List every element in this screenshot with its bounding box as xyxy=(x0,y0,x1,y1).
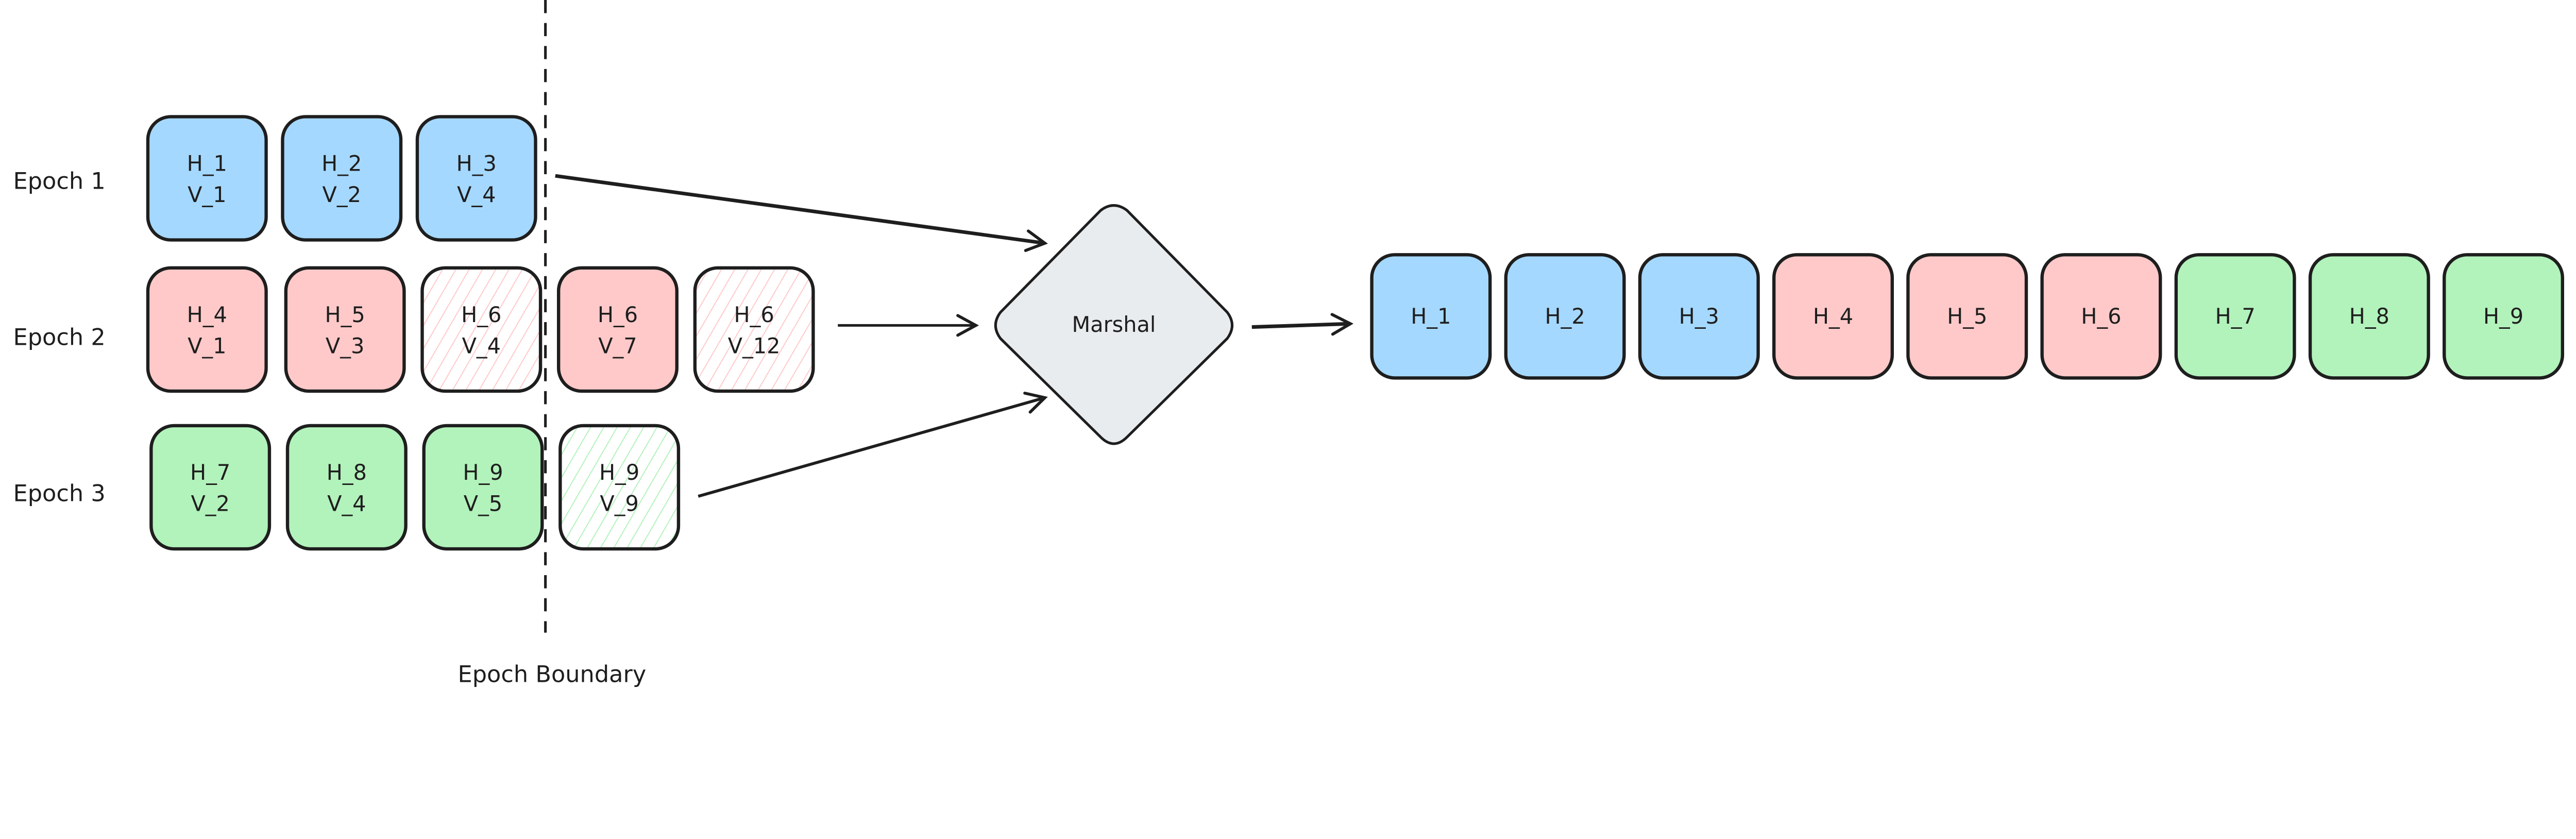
output-box-label: H_2 xyxy=(1545,304,1585,329)
box-h-label: H_1 xyxy=(187,152,227,176)
box-v-label: V_4 xyxy=(327,492,366,516)
output-box: H_9 xyxy=(2443,253,2564,380)
box-shape xyxy=(2308,253,2430,380)
box-h-label: H_9 xyxy=(463,460,503,485)
output-box-label: H_7 xyxy=(2215,304,2255,329)
box-h-label: H_9 xyxy=(599,460,639,485)
output-box-label: H_4 xyxy=(1813,304,1853,329)
output-box-label: H_1 xyxy=(1411,304,1451,329)
output-box-label: H_6 xyxy=(2081,304,2121,329)
box-h-label: H_4 xyxy=(187,303,227,327)
record-box: H_6V_7 xyxy=(556,266,679,393)
box-v-label: V_5 xyxy=(464,492,502,516)
box-h-label: H_6 xyxy=(598,303,638,327)
box-h-label: H_8 xyxy=(327,460,367,485)
box-shape xyxy=(281,115,403,242)
box-shape xyxy=(1504,253,1626,380)
marshal-label: Marshal xyxy=(1072,312,1156,337)
box-shape xyxy=(149,424,272,551)
box-v-label: V_2 xyxy=(323,182,361,207)
box-v-label: V_9 xyxy=(600,492,638,516)
box-shape xyxy=(2040,253,2162,380)
output-box: H_7 xyxy=(2174,253,2296,380)
box-shape xyxy=(415,115,537,242)
output-box: H_1 xyxy=(1370,253,1492,380)
record-box: H_3V_4 xyxy=(415,115,537,242)
record-box: H_9V_5 xyxy=(422,424,544,551)
box-shape xyxy=(2174,253,2296,380)
box-v-label: V_4 xyxy=(457,182,496,207)
box-shape xyxy=(1370,253,1492,380)
box-shape xyxy=(146,115,268,242)
box-v-label: V_12 xyxy=(728,334,781,359)
epoch-marshal-diagram: Epoch Boundary Epoch 1H_1V_1H_2V_2H_3V_4… xyxy=(13,0,2564,687)
hatched-record-box: H_6V_12 xyxy=(693,266,815,393)
hatched-record-box: H_9V_9 xyxy=(558,424,681,551)
box-v-label: V_1 xyxy=(188,182,226,207)
epoch-row: Epoch 2H_4V_1H_5V_3H_6V_4H_6V_7H_6V_12 xyxy=(13,266,815,393)
box-shape xyxy=(693,266,815,393)
box-h-label: H_6 xyxy=(461,303,501,327)
box-shape xyxy=(2443,253,2564,380)
box-shape xyxy=(422,424,544,551)
box-shape xyxy=(556,266,679,393)
marshal-node: Marshal xyxy=(994,204,1234,445)
box-shape xyxy=(420,266,543,393)
record-box: H_8V_4 xyxy=(285,424,408,551)
output-box: H_2 xyxy=(1504,253,1626,380)
box-shape xyxy=(558,424,681,551)
box-h-label: H_7 xyxy=(190,460,230,485)
output-box: H_6 xyxy=(2040,253,2162,380)
output-box-label: H_5 xyxy=(1947,304,1987,329)
epoch-boundary-label: Epoch Boundary xyxy=(458,661,647,687)
output-box-label: H_9 xyxy=(2483,304,2523,329)
epoch-row: Epoch 1H_1V_1H_2V_2H_3V_4 xyxy=(13,115,537,242)
box-v-label: V_1 xyxy=(188,334,226,359)
box-v-label: V_2 xyxy=(191,492,229,516)
box-shape xyxy=(1638,253,1760,380)
record-box: H_4V_1 xyxy=(146,266,268,393)
output-box: H_3 xyxy=(1638,253,1760,380)
arrow-epoch3-to-marshal xyxy=(698,391,1048,498)
output-sequence: H_1 H_2 H_3 H_4 H_5 H_6 H_7 H_8 H_9 xyxy=(1370,253,2564,380)
output-box: H_4 xyxy=(1772,253,1894,380)
output-box-label: H_8 xyxy=(2349,304,2389,329)
box-v-label: V_7 xyxy=(598,334,637,359)
record-box: H_5V_3 xyxy=(284,266,406,393)
box-v-label: V_4 xyxy=(462,334,501,359)
box-shape xyxy=(1906,253,2028,380)
epoch-label: Epoch 1 xyxy=(13,168,106,195)
box-h-label: H_3 xyxy=(456,152,497,176)
epoch-label: Epoch 3 xyxy=(13,480,106,507)
box-h-label: H_6 xyxy=(734,303,774,327)
hatched-record-box: H_6V_4 xyxy=(420,266,543,393)
box-shape xyxy=(285,424,408,551)
box-v-label: V_3 xyxy=(326,334,364,359)
arrow-marshal-to-output xyxy=(1251,313,1354,336)
record-box: H_2V_2 xyxy=(281,115,403,242)
record-box: H_7V_2 xyxy=(149,424,272,551)
record-box: H_1V_1 xyxy=(146,115,268,242)
box-shape xyxy=(284,266,406,393)
arrow-epoch1-to-marshal xyxy=(555,174,1048,252)
box-shape xyxy=(1772,253,1894,380)
epoch-label: Epoch 2 xyxy=(13,324,106,351)
marshal-diamond xyxy=(994,204,1234,445)
output-box: H_5 xyxy=(1906,253,2028,380)
box-h-label: H_5 xyxy=(325,303,365,327)
box-shape xyxy=(146,266,268,393)
output-box-label: H_3 xyxy=(1679,304,1719,329)
epoch-row: Epoch 3H_7V_2H_8V_4H_9V_5H_9V_9 xyxy=(13,424,681,551)
output-box: H_8 xyxy=(2308,253,2430,380)
box-h-label: H_2 xyxy=(321,152,362,176)
